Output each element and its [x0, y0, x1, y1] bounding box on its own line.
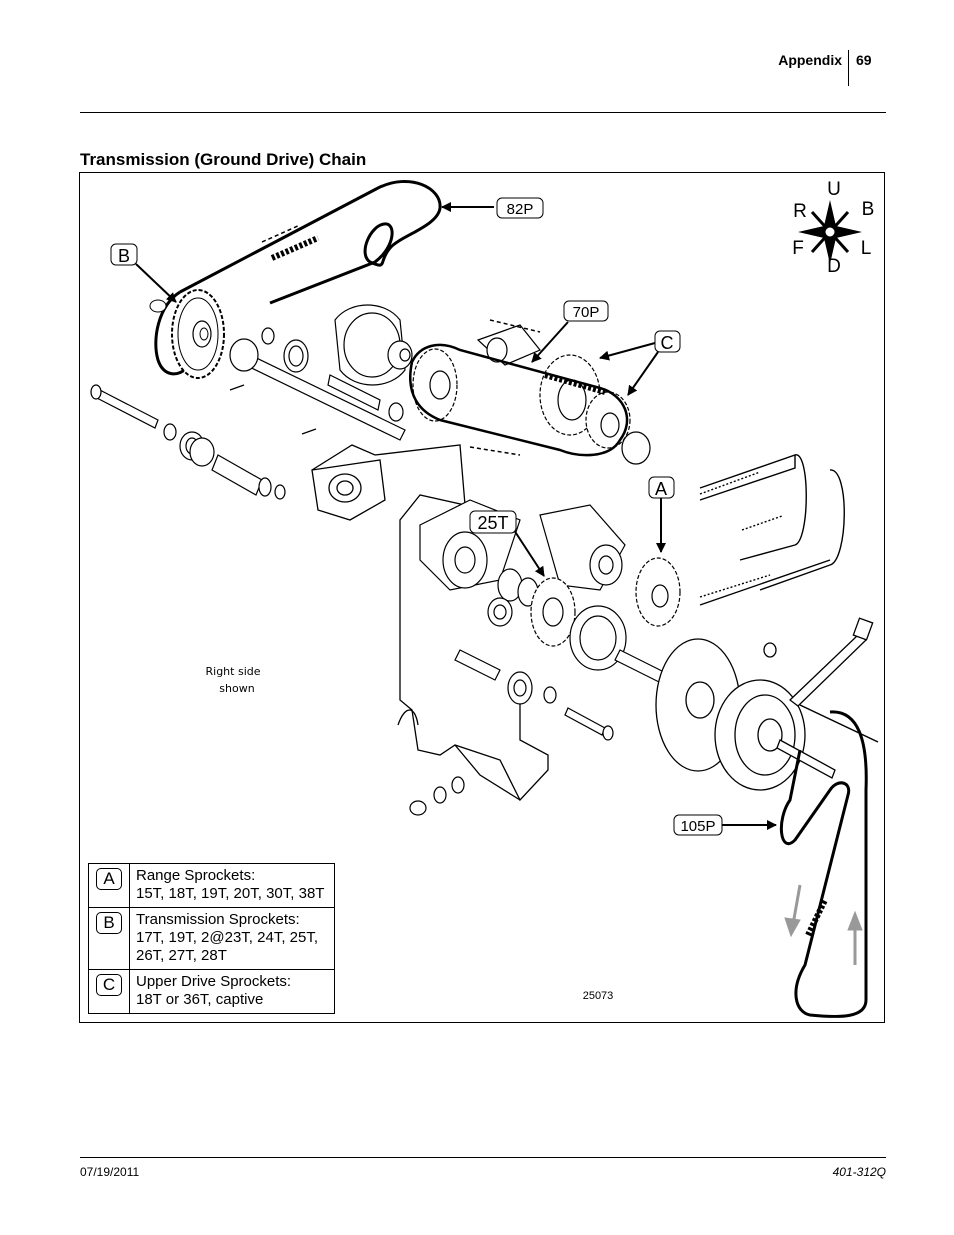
figure-number: 25073 [583, 990, 614, 1002]
header-rule [80, 112, 886, 113]
legend-a-title: Range Sprockets: [136, 867, 256, 884]
sprocket-legend-table: A Range Sprockets: 15T, 18T, 19T, 20T, 3… [88, 863, 335, 1014]
side-plate-drawing [311, 444, 549, 802]
footer-date: 07/19/2011 [80, 1165, 140, 1179]
callout-105p: 105P [673, 814, 723, 836]
callout-a-label: A [655, 479, 667, 499]
compass-label-down: D [827, 256, 841, 277]
compass-icon [798, 200, 862, 264]
transmission-chain-illustration: U R B F L D 82P B 70P C A 25T 105P [90, 179, 879, 1018]
legend-row: A Range Sprockets: 15T, 18T, 19T, 20T, 3… [88, 863, 335, 908]
u-bolt-assembly [699, 454, 845, 606]
footer-doc-number: 401-312Q [832, 1165, 886, 1179]
legend-b-title: Transmission Sprockets: [136, 911, 300, 928]
upper-shaft-assembly [229, 304, 413, 441]
legend-key-b: B [96, 912, 122, 934]
sprocket-b-drawing [149, 289, 225, 379]
callout-25t: 25T [469, 510, 517, 534]
legend-c-values: 18T or 36T, captive [136, 991, 264, 1008]
callout-82p: 82P [496, 197, 544, 219]
callout-25t-label: 25T [477, 513, 508, 533]
section-title: Transmission (Ground Drive) Chain [80, 150, 367, 169]
legend-b-values-2: 26T, 27T, 28T [136, 947, 227, 964]
header-page-number: 69 [856, 52, 872, 68]
callout-a: A [648, 476, 675, 499]
header-divider [848, 50, 849, 86]
callout-c-label: C [661, 333, 674, 353]
footer-rule [80, 1157, 886, 1158]
lower-left-bolt-assembly [90, 384, 286, 500]
legend-key-a: A [96, 868, 122, 890]
compass-label-back: B [862, 199, 875, 220]
range-sprocket-assembly [409, 499, 681, 816]
clutch-assembly [655, 617, 879, 791]
chain-70p-drawing [409, 319, 651, 465]
legend-row: C Upper Drive Sprockets: 18T or 36T, cap… [88, 969, 335, 1014]
compass-label-right: R [793, 201, 807, 222]
legend-row: B Transmission Sprockets: 17T, 19T, 2@23… [88, 907, 335, 970]
callout-leaders [135, 202, 777, 830]
figure-note-line2: shown [219, 682, 254, 695]
callout-c: C [654, 330, 681, 353]
header-section-name: Appendix [778, 52, 842, 68]
legend-key-c: C [96, 974, 122, 996]
legend-c-title: Upper Drive Sprockets: [136, 973, 292, 990]
callout-b: B [110, 243, 138, 266]
figure-note-line1: Right side [206, 665, 261, 678]
chain-105p-drawing [779, 710, 868, 1018]
compass-label-up: U [827, 179, 841, 200]
callout-70p-label: 70P [573, 304, 600, 321]
callout-b-label: B [118, 246, 130, 266]
legend-b-values-1: 17T, 19T, 2@23T, 24T, 25T, [136, 929, 318, 946]
legend-a-values: 15T, 18T, 19T, 20T, 30T, 38T [136, 885, 325, 902]
callout-105p-label: 105P [680, 818, 715, 835]
callout-70p: 70P [563, 300, 609, 322]
callout-82p-label: 82P [507, 201, 534, 218]
compass-label-front: F [792, 238, 804, 259]
figure-frame [79, 172, 885, 1023]
compass-label-left: L [861, 238, 872, 259]
